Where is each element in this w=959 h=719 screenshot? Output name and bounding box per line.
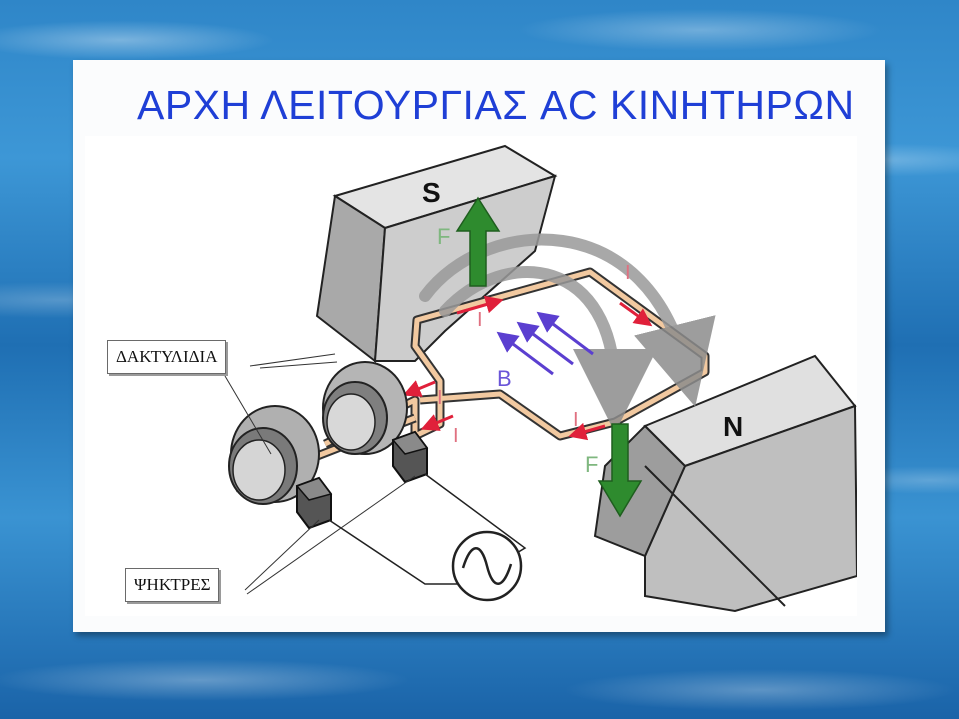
force-label-bottom: F — [585, 452, 598, 477]
rings-callout: ΔΑΚΤΥΛΙΔΙΑ — [107, 340, 227, 374]
slide-title: ΑΡΧΗ ΛΕΙΤΟΥΡΓΙΑΣ AC ΚΙΝΗΤΗΡΩΝ — [137, 82, 855, 128]
slide: ΑΡΧΗ ΛΕΙΤΟΥΡΓΙΑΣ AC ΚΙΝΗΤΗΡΩΝ — [73, 60, 885, 632]
callout-leaders — [224, 353, 416, 595]
force-label-top: F — [437, 224, 450, 249]
current-arrows — [402, 295, 653, 441]
current-label-5: I — [453, 425, 459, 447]
slip-ring-outer — [228, 405, 320, 505]
slip-ring-inner — [322, 361, 408, 455]
current-label-3: I — [573, 409, 579, 431]
current-label-1: I — [477, 309, 483, 331]
force-arrow-down — [597, 423, 643, 518]
field-label: B — [497, 366, 512, 391]
ac-source-icon — [451, 530, 523, 602]
field-arrows — [496, 311, 594, 376]
rotation-arrows — [419, 233, 716, 433]
current-label-2: I — [625, 262, 631, 284]
brushes-callout: ΨΗΚΤΡΕΣ — [125, 568, 220, 602]
pole-south-label: S — [422, 177, 441, 208]
brush-outer — [295, 476, 333, 530]
force-arrow-up — [455, 196, 501, 287]
brush-inner — [391, 430, 429, 484]
motor-diagram: S N F F I I I I I B ΔΑΚΤΥΛΙΔΙΑ ΨΗΚΤΡΕΣ — [85, 136, 857, 616]
pole-north-label: N — [723, 411, 743, 442]
current-label-4: I — [437, 387, 443, 409]
